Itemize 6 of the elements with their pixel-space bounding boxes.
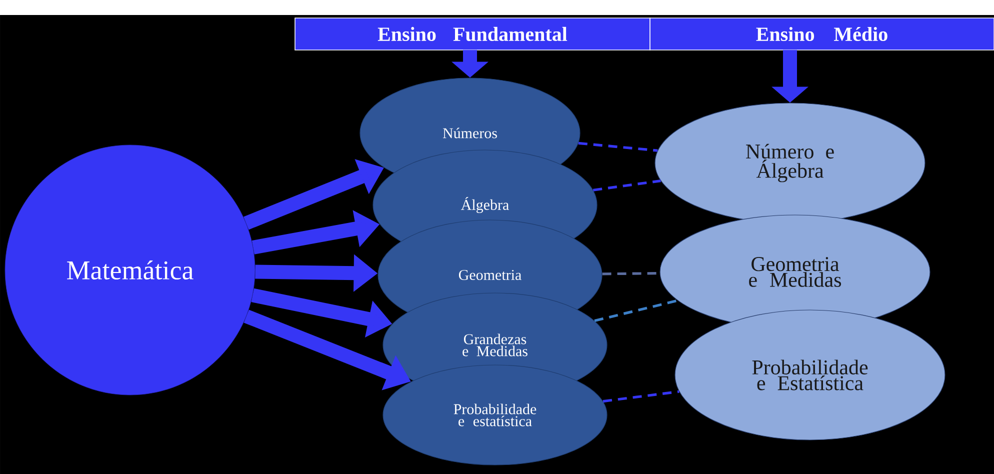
header-bar: Ensino Fundamental [294,18,650,50]
dashed-connector [594,299,678,322]
header-bar: Ensino Médio [650,18,994,50]
dashed-connector [602,390,680,403]
dashed-connector [592,180,661,192]
dashed-connector [578,142,658,152]
